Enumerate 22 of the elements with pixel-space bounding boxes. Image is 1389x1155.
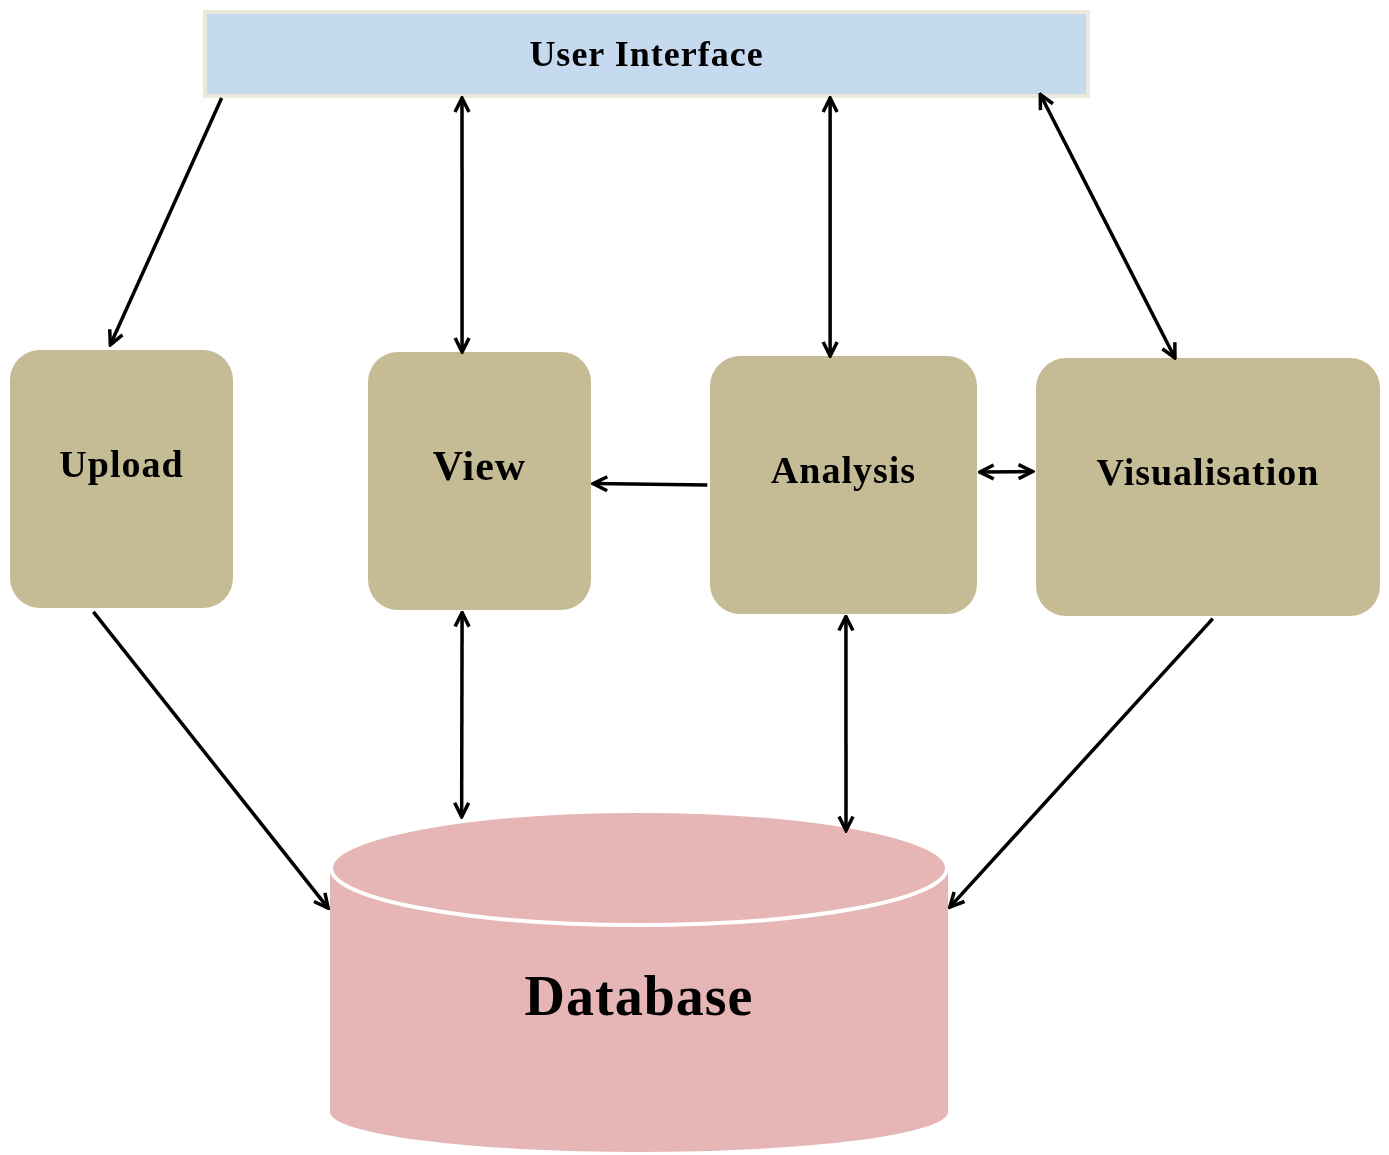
arrow bbox=[948, 617, 1215, 909]
arrow bbox=[591, 475, 708, 493]
node-label: Analysis bbox=[770, 448, 917, 492]
module-box bbox=[1036, 358, 1380, 616]
node-label: Upload bbox=[59, 442, 184, 486]
module-box bbox=[710, 356, 977, 614]
node-label: User Interface bbox=[529, 33, 764, 75]
arrow bbox=[977, 462, 1035, 481]
arrow bbox=[92, 610, 330, 910]
database-cylinder bbox=[330, 810, 948, 1152]
arrow bbox=[452, 610, 471, 819]
node-label: Visualisation bbox=[1096, 450, 1320, 494]
module-box bbox=[368, 352, 591, 610]
arrow bbox=[453, 96, 471, 354]
node-label: View bbox=[432, 442, 527, 490]
arrow bbox=[107, 97, 224, 347]
arrow bbox=[837, 614, 855, 833]
module-box bbox=[10, 350, 233, 608]
interface-bar bbox=[203, 10, 1090, 98]
arrow bbox=[1038, 92, 1177, 360]
node-label: Database bbox=[524, 964, 754, 1028]
arrow bbox=[821, 96, 839, 358]
